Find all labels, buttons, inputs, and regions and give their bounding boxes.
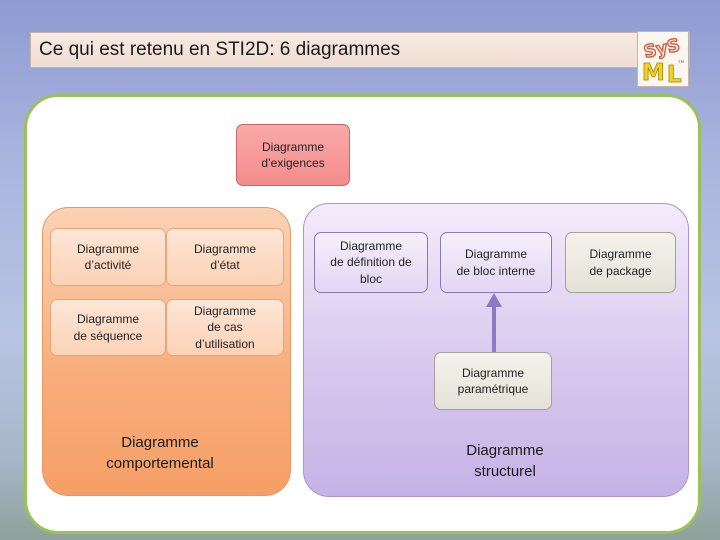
svg-text:M: M — [642, 60, 665, 86]
requirements-diagram-box: Diagramme d’exigences — [236, 124, 350, 186]
internal-block-diagram-box: Diagramme de bloc interne — [440, 232, 552, 293]
block-definition-diagram-box: Diagramme de définition de bloc — [314, 232, 428, 293]
slide-title: Ce qui est retenu en STI2D: 6 diagrammes — [30, 32, 690, 68]
sysml-logo-icon: SyS M L TM — [641, 35, 684, 86]
structure-zone-label: Diagramme structurel — [466, 442, 544, 480]
package-diagram-box: Diagramme de package — [565, 232, 676, 293]
sequence-diagram-box: Diagramme de séquence — [50, 299, 166, 356]
use-case-diagram-box: Diagramme de cas d’utilisation — [166, 299, 284, 356]
trademark-mark: TM — [677, 59, 684, 64]
activity-diagram-box: Diagramme d’activité — [50, 228, 166, 286]
behavior-zone-label: Diagramme comportemental — [106, 434, 214, 472]
slide-title-text: Ce qui est retenu en STI2D: 6 diagrammes — [39, 39, 401, 60]
sysml-logo: SyS M L TM — [637, 31, 689, 87]
parametric-diagram-box: Diagramme paramétrique — [434, 352, 552, 410]
svg-text:L: L — [667, 62, 682, 86]
state-diagram-box: Diagramme d’état — [166, 228, 284, 286]
svg-text:SyS: SyS — [642, 36, 682, 63]
